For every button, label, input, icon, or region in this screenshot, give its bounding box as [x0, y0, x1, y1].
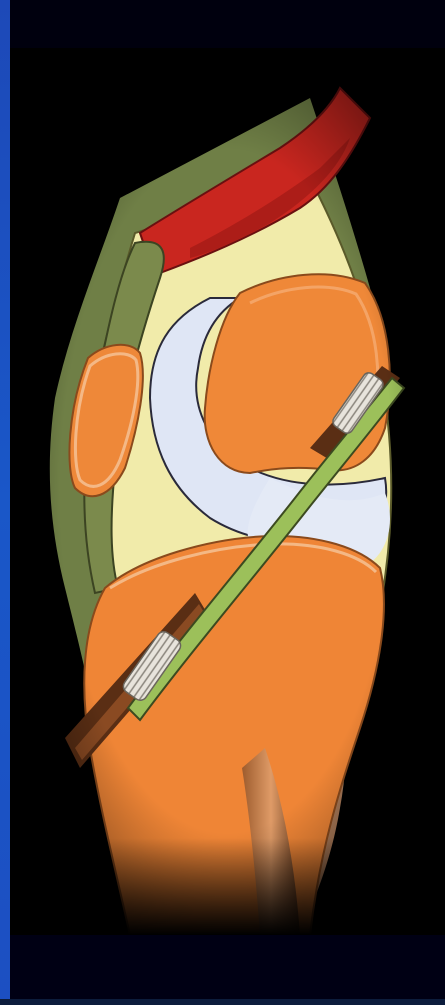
- bottom-fade: [10, 838, 445, 935]
- bottom-border-line: [0, 999, 445, 1005]
- knee-illustration: [10, 48, 445, 935]
- left-blue-border: [0, 0, 10, 1005]
- bottom-dark-band: [10, 935, 445, 999]
- top-dark-band: [10, 0, 445, 48]
- vignette-overlay: [10, 48, 445, 935]
